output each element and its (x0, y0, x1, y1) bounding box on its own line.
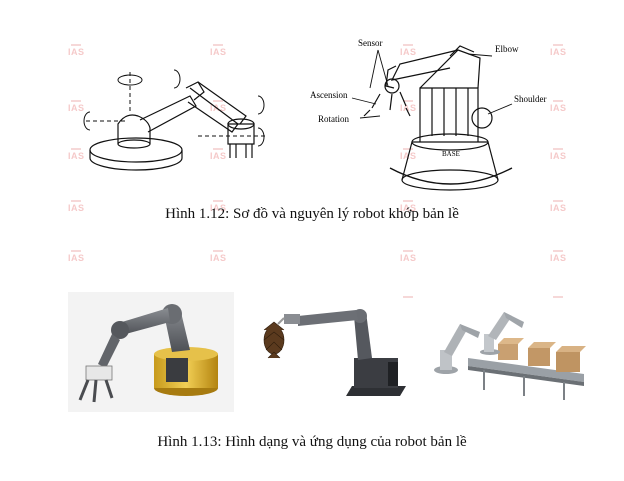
label-base: BASE (442, 150, 460, 158)
watermark-logo: IAS (68, 200, 85, 213)
watermark-logo: IAS (210, 250, 227, 263)
watermark-logo: IAS (68, 148, 85, 161)
watermark-logo: IAS (550, 100, 567, 113)
watermark-logo: IAS (210, 44, 227, 57)
figure-1-13-caption: Hình 1.13: Hình dạng và ứng dụng của rob… (157, 434, 467, 450)
robot-photo-conveyor-boxes (424, 300, 594, 412)
watermark-logo: IAS (550, 148, 567, 161)
label-ascension: Ascension (310, 90, 348, 100)
watermark-logo: IAS (68, 250, 85, 263)
schematic-robot-arm-diagram (83, 69, 266, 171)
watermark-logo: IAS (400, 200, 417, 213)
label-shoulder: Shoulder (514, 94, 547, 104)
watermark-logo: IAS (400, 44, 417, 57)
robot-photo-pine-cone (250, 300, 420, 412)
label-elbow: Elbow (495, 44, 519, 54)
label-rotation: Rotation (318, 114, 349, 124)
robot-photo-yellow-base (68, 292, 234, 412)
figure-1-12-caption: Hình 1.12: Sơ đồ và nguyên lý robot khớp… (165, 206, 459, 222)
watermark-logo: IAS (68, 100, 85, 113)
watermark-logo: IAS (210, 200, 227, 213)
label-sensor: Sensor (358, 38, 383, 48)
watermark-logo: IAS (550, 44, 567, 57)
watermark-logo: IAS (68, 44, 85, 57)
watermark-logo: IAS (550, 250, 567, 263)
watermark-logo: IAS (210, 148, 227, 161)
labeled-robot-arm-drawing: Sensor Elbow Ascension Rotation Shoulder… (310, 38, 547, 191)
watermark-logo: IAS (550, 200, 567, 213)
watermark-logo: IAS (210, 100, 227, 113)
watermark-logo: IAS (400, 100, 417, 113)
watermark-logo: IAS (400, 250, 417, 263)
